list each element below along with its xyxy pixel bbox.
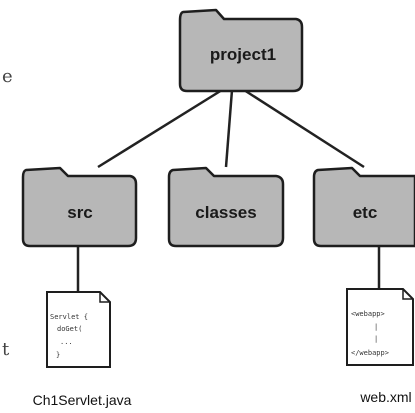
- folder-project1: project1: [178, 8, 304, 93]
- code-line: }: [56, 351, 60, 359]
- folder-label-etc: etc: [353, 203, 378, 222]
- folder-label-classes: classes: [195, 203, 256, 222]
- connector-root-src: [97, 88, 223, 169]
- code-line: |: [374, 323, 378, 331]
- tree-connectors: [76, 88, 381, 293]
- file-java: Servlet { doGet( ... } Ch1Servlet.java: [33, 291, 132, 408]
- connector-root-classes: [224, 89, 234, 168]
- margin-fragment: t: [2, 339, 10, 360]
- page-fold: [99, 292, 110, 303]
- file-caption-java: Ch1Servlet.java: [33, 392, 132, 408]
- folder-icon: [167, 166, 285, 248]
- folder-icon: [178, 8, 304, 93]
- page-fold: [402, 289, 413, 300]
- folder-label-project1: project1: [210, 45, 276, 64]
- folder-classes: classes: [167, 166, 285, 248]
- file-xml: <webapp> | | </webapp> web.xml: [346, 288, 414, 405]
- code-line: doGet(: [57, 325, 82, 333]
- folder-icon: [312, 166, 415, 248]
- margin-fragment: e: [2, 66, 13, 87]
- folder-label-src: src: [67, 203, 93, 222]
- document-icon: [46, 291, 111, 368]
- document-icon: [346, 288, 414, 366]
- code-line: ...: [60, 338, 73, 346]
- folder-src: src: [21, 166, 138, 248]
- folder-icon: [21, 166, 138, 248]
- folder-etc: etc: [312, 166, 415, 248]
- code-line: Servlet {: [50, 313, 88, 321]
- code-line: |: [374, 335, 378, 343]
- connector-root-etc: [243, 88, 365, 169]
- code-line: <webapp>: [351, 310, 385, 318]
- file-caption-xml: web.xml: [359, 389, 411, 405]
- code-line: </webapp>: [351, 349, 389, 357]
